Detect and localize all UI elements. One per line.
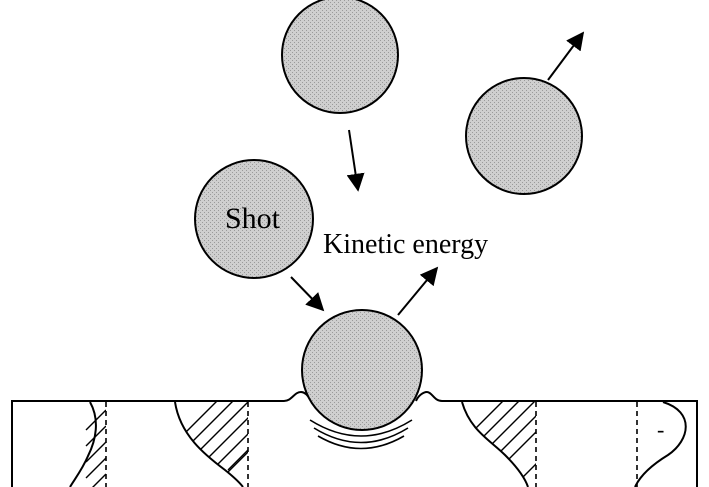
arrow-rebound-center: [397, 266, 439, 316]
shot-ball-impact: [301, 309, 423, 431]
stress-profile-left-center: [174, 401, 249, 487]
arrow-rebound-right: [547, 31, 585, 81]
arrow-incoming-top: [346, 129, 365, 192]
shot-label: Shot: [225, 202, 281, 235]
arrow-incoming-left: [290, 276, 325, 312]
shot-ball-top: [281, 0, 399, 114]
stress-profile-right-center: [461, 401, 537, 487]
plastic-deformation-lines: [309, 419, 413, 450]
shot-ball-left: [194, 159, 314, 279]
shot-ball-right: [465, 77, 583, 195]
tensile-sign-label: -: [657, 417, 664, 442]
kinetic-energy-label: Kinetic energy: [323, 229, 488, 260]
stress-profile-right: [634, 401, 687, 487]
stress-profile-left: [69, 401, 107, 487]
